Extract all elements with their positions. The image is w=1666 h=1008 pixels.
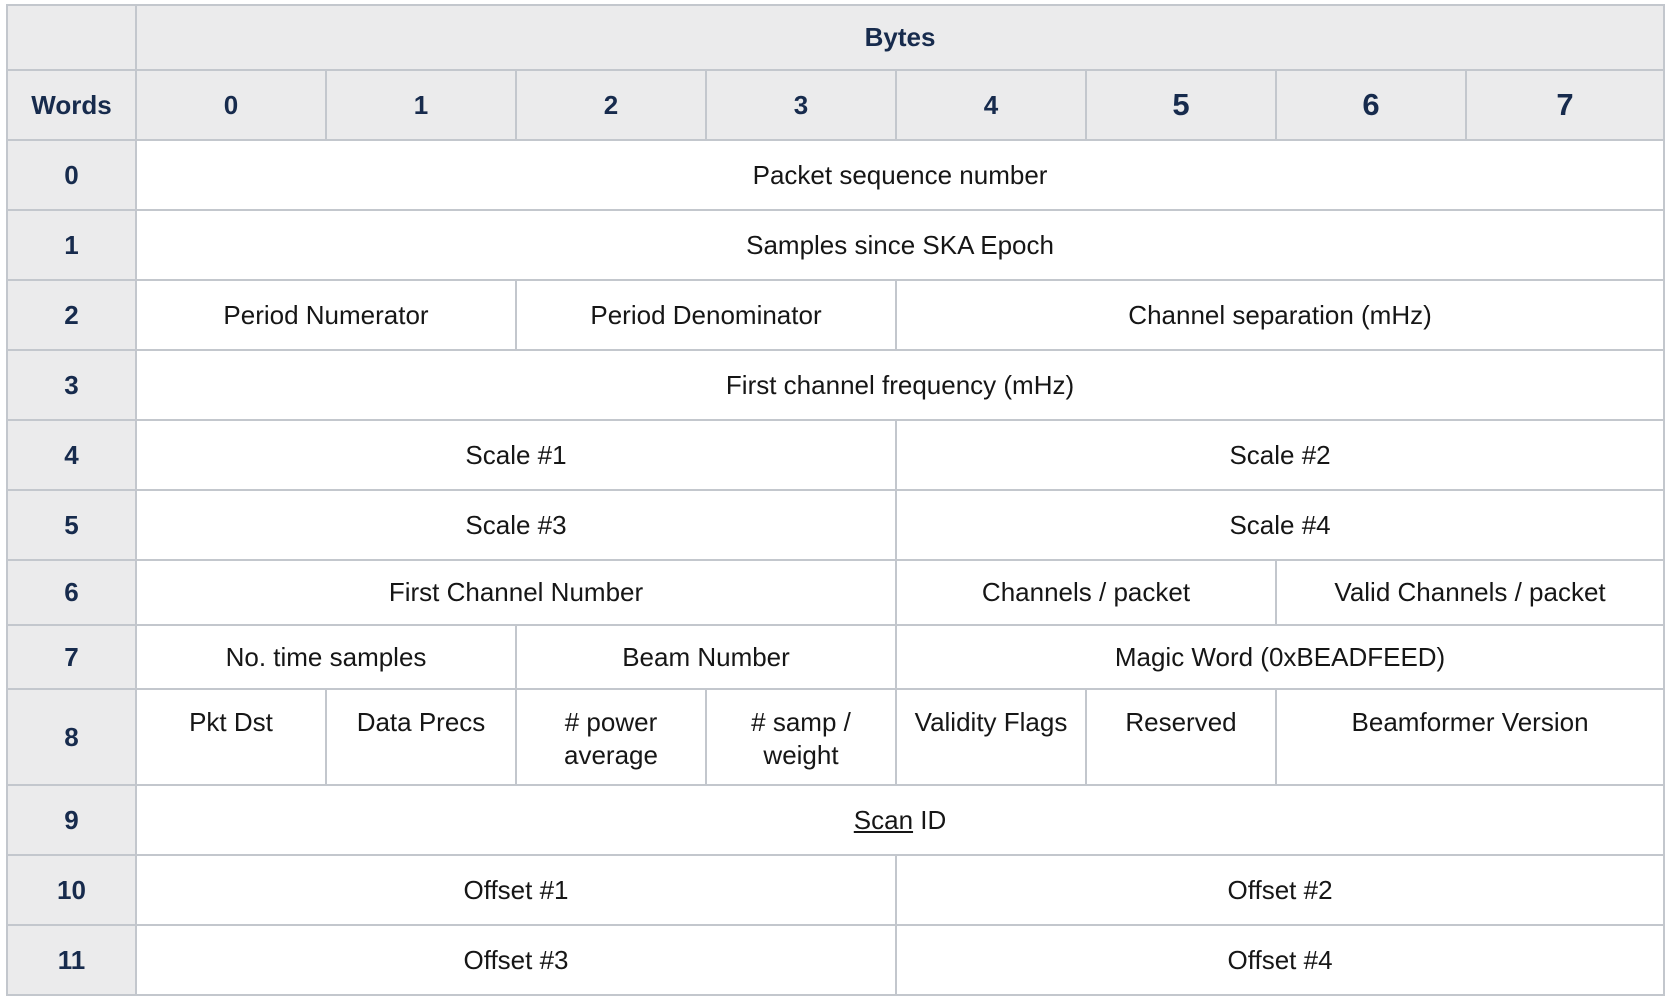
field-cell: Valid Channels / packet xyxy=(1274,559,1666,626)
byte-col-5: 5 xyxy=(1085,69,1277,141)
byte-col-3: 3 xyxy=(705,69,897,141)
word-index: 1 xyxy=(6,209,137,281)
field-cell: # samp / weight xyxy=(705,688,897,786)
field-cell: Scale #3 xyxy=(135,489,897,561)
field-cell: Scan ID xyxy=(134,784,1666,856)
word-index: 9 xyxy=(6,784,137,856)
word-index: 3 xyxy=(6,349,137,421)
table-row: 6 First Channel Number Channels / packet… xyxy=(6,559,1666,626)
field-cell: Beam Number xyxy=(515,624,897,690)
table-row: 2 Period Numerator Period Denominator Ch… xyxy=(6,279,1666,351)
field-cell: Scale #1 xyxy=(135,419,897,491)
word-index: 4 xyxy=(6,419,137,491)
field-cell: Offset #1 xyxy=(135,854,897,926)
field-cell: Offset #3 xyxy=(135,924,897,996)
bytes-header: Bytes xyxy=(134,4,1666,71)
header-row-byte-indices: Words 0 1 2 3 4 5 6 7 xyxy=(6,69,1666,141)
packet-format-table: Bytes Words 0 1 2 3 4 5 6 7 0 Packet seq… xyxy=(6,4,1666,996)
field-cell: Magic Word (0xBEADFEED) xyxy=(894,624,1666,690)
field-cell: Pkt Dst xyxy=(135,688,327,786)
field-cell: Scale #2 xyxy=(894,419,1666,491)
field-cell: Data Precs xyxy=(325,688,517,786)
table-row: 10 Offset #1 Offset #2 xyxy=(6,854,1666,926)
field-cell: Offset #2 xyxy=(894,854,1666,926)
packet-format-table-container: Bytes Words 0 1 2 3 4 5 6 7 0 Packet seq… xyxy=(6,4,1666,996)
byte-col-6: 6 xyxy=(1275,69,1467,141)
header-row-bytes: Bytes xyxy=(6,4,1666,71)
table-row: 1 Samples since SKA Epoch xyxy=(6,209,1666,281)
field-cell: Period Denominator xyxy=(515,279,897,351)
word-index: 5 xyxy=(6,489,137,561)
header-corner-cell xyxy=(6,4,137,71)
table-row: 4 Scale #1 Scale #2 xyxy=(6,419,1666,491)
field-cell: Reserved xyxy=(1085,688,1277,786)
field-cell: Validity Flags xyxy=(895,688,1087,786)
field-cell: Period Numerator xyxy=(135,279,517,351)
byte-col-1: 1 xyxy=(325,69,517,141)
field-cell: Samples since SKA Epoch xyxy=(134,209,1666,281)
table-row: 7 No. time samples Beam Number Magic Wor… xyxy=(6,624,1666,690)
word-index: 7 xyxy=(6,624,137,690)
field-cell: Channels / packet xyxy=(895,559,1277,626)
field-cell: No. time samples xyxy=(135,624,517,690)
word-index: 6 xyxy=(6,559,137,626)
field-cell: Channel separation (mHz) xyxy=(894,279,1666,351)
scan-link-text: Scan xyxy=(853,804,914,835)
field-cell: # power average xyxy=(515,688,707,786)
table-row: 8 Pkt Dst Data Precs # power average # s… xyxy=(6,688,1666,786)
field-cell: Scale #4 xyxy=(894,489,1666,561)
field-cell: Beamformer Version xyxy=(1274,688,1666,786)
word-index: 11 xyxy=(6,924,137,996)
word-index: 10 xyxy=(6,854,137,926)
byte-col-4: 4 xyxy=(895,69,1087,141)
field-cell: First Channel Number xyxy=(135,559,897,626)
table-row: 3 First channel frequency (mHz) xyxy=(6,349,1666,421)
word-index: 0 xyxy=(6,139,137,211)
word-index: 2 xyxy=(6,279,137,351)
byte-col-2: 2 xyxy=(515,69,707,141)
table-row: 9 Scan ID xyxy=(6,784,1666,856)
table-row: 5 Scale #3 Scale #4 xyxy=(6,489,1666,561)
byte-col-0: 0 xyxy=(135,69,327,141)
word-index: 8 xyxy=(6,688,137,786)
table-row: 0 Packet sequence number xyxy=(6,139,1666,211)
table-row: 11 Offset #3 Offset #4 xyxy=(6,924,1666,996)
byte-col-7: 7 xyxy=(1464,69,1666,141)
field-cell: Packet sequence number xyxy=(134,139,1666,211)
words-header: Words xyxy=(6,69,137,141)
field-cell: Offset #4 xyxy=(894,924,1666,996)
field-text-rest: ID xyxy=(913,804,947,835)
field-cell: First channel frequency (mHz) xyxy=(134,349,1666,421)
